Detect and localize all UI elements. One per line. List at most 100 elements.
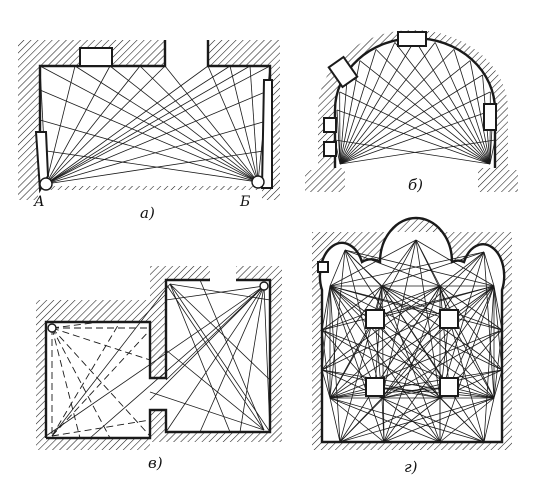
sound-ray (149, 391, 265, 431)
diagram-b-hatched-wall (305, 30, 518, 192)
diagram-g-pillar-1 (365, 309, 385, 329)
sound-ray (374, 318, 495, 399)
sound-ray (321, 329, 441, 399)
sound-ray (45, 65, 76, 185)
diagram-a-niche (79, 47, 113, 67)
sound-ray (383, 397, 441, 443)
sound-ray (336, 109, 341, 165)
diagram-a-source-a (39, 177, 53, 191)
sound-ray (339, 42, 436, 165)
diagram-a: А Б а) (18, 40, 280, 222)
sound-ray (381, 397, 485, 443)
diagram-a-hatched-wall (18, 40, 280, 200)
sound-ray (414, 39, 491, 165)
sound-ray (439, 251, 485, 287)
sound-ray (415, 239, 441, 399)
sound-ray (249, 65, 259, 183)
sound-ray (51, 327, 151, 437)
sound-ray (439, 251, 485, 399)
diagram-b-side-niche-2 (323, 141, 337, 157)
sound-ray (339, 42, 396, 165)
diagram-a-label-b: Б (239, 194, 250, 210)
sound-ray (51, 327, 111, 439)
sound-ray (381, 239, 417, 399)
sound-ray (207, 65, 259, 183)
diagram-v-sound-rays (45, 279, 271, 439)
sound-ray (45, 65, 251, 185)
sound-ray (199, 279, 265, 431)
diagram-b-top-niche (397, 31, 427, 47)
sound-ray (329, 285, 441, 443)
sound-ray (329, 251, 485, 399)
sound-ray (321, 285, 383, 331)
sound-ray (339, 139, 496, 165)
sound-ray (339, 397, 441, 443)
sound-ray (381, 397, 441, 443)
sound-ray (439, 397, 495, 443)
sound-ray (493, 369, 503, 399)
sound-ray (139, 65, 259, 183)
diagram-a-sound-rays (39, 65, 271, 185)
diagram-b-side-niche-1 (323, 117, 337, 133)
sound-ray (45, 65, 271, 185)
sound-ray (321, 369, 331, 399)
diagram-g-hatched-wall (312, 218, 512, 450)
sound-ray (45, 89, 271, 185)
sound-ray (321, 329, 495, 399)
sound-ray (339, 39, 416, 165)
diagram-a-label-a: А (33, 194, 45, 210)
sound-ray (329, 285, 376, 388)
diagram-b-sound-rays (334, 39, 496, 165)
sound-ray (321, 285, 383, 371)
diagram-a-caption: а) (140, 204, 155, 222)
sound-ray (339, 74, 348, 165)
sound-ray (45, 119, 271, 185)
sound-ray (448, 318, 495, 399)
sound-ray (165, 285, 265, 301)
sound-ray (39, 149, 259, 183)
diagram-v: в) (36, 266, 282, 472)
diagram-v-caption: в) (148, 454, 163, 472)
sound-ray (39, 119, 259, 183)
diagram-g-pillar-2 (439, 309, 459, 329)
sound-ray (483, 285, 495, 443)
sound-ray (51, 321, 121, 437)
sound-ray (321, 285, 441, 331)
sound-ray (339, 60, 471, 165)
sound-ray (339, 397, 383, 443)
sound-ray (339, 49, 455, 165)
sound-ray (439, 397, 485, 443)
sound-ray (169, 283, 231, 433)
sound-ray (329, 318, 376, 399)
sound-ray (165, 283, 265, 431)
sound-ray (329, 397, 485, 443)
sound-ray (381, 285, 450, 388)
diagram-v-source-left (47, 323, 57, 333)
sound-ray (329, 251, 485, 287)
sound-ray (165, 285, 265, 381)
sound-ray (339, 74, 483, 165)
sound-ray (339, 109, 494, 165)
sound-ray (39, 89, 259, 183)
sound-ray (199, 285, 265, 433)
diagram-b-left-window (327, 55, 359, 89)
sound-ray (374, 386, 441, 399)
sound-ray (483, 397, 495, 443)
sound-ray (329, 397, 441, 443)
sound-ray (434, 42, 491, 165)
diagram-g-pillar-4 (439, 377, 459, 397)
sound-ray (329, 318, 450, 399)
sound-ray (334, 139, 491, 165)
sound-ray (39, 65, 259, 183)
sound-ray (329, 285, 450, 320)
sound-ray (344, 249, 383, 399)
sound-ray (329, 397, 385, 443)
diagram-v-inner-outline (44, 278, 272, 440)
sound-ray (375, 49, 491, 165)
sound-ray (329, 329, 503, 399)
sound-ray (45, 65, 141, 185)
sound-ray (74, 65, 259, 183)
sound-ray (169, 283, 271, 381)
sound-ray (394, 42, 491, 165)
sound-ray (45, 65, 111, 185)
